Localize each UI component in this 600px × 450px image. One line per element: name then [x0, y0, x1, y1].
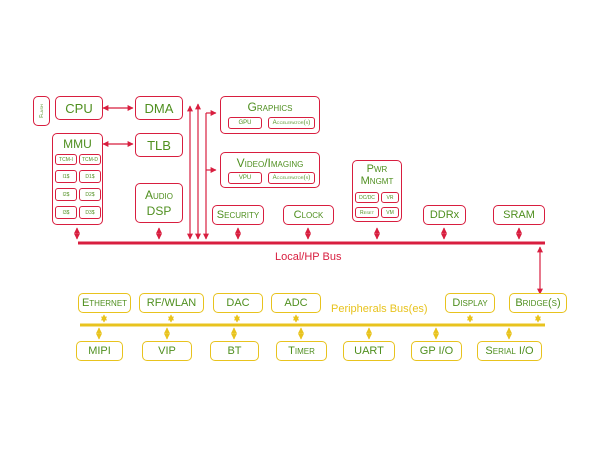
audio-dsp-block: Audio DSP	[135, 183, 183, 223]
sram-label: SRAM	[503, 209, 535, 221]
gpio-label: GP I/O	[419, 345, 454, 357]
graphics-accelerator-sub: Accelerator(s)	[268, 117, 315, 129]
uart-block: UART	[343, 341, 395, 361]
bridges-label: Bridge(s)	[515, 297, 561, 309]
clock-label: Clock	[293, 209, 324, 221]
ddrx-block: DDRx	[423, 205, 466, 225]
peripheral-bus-drops	[96, 314, 541, 340]
d3-cache-sub: D3$	[79, 206, 101, 219]
video-imaging-block: Video/Imaging VPU Accelerator(s)	[220, 152, 320, 188]
cpu-block: CPU	[55, 96, 103, 120]
gpio-block: GP I/O	[411, 341, 462, 361]
vr-sub: VR	[381, 192, 399, 203]
video-accelerator-sub: Accelerator(s)	[268, 172, 315, 184]
bt-label: BT	[227, 345, 242, 357]
serial-io-block: Serial I/O	[477, 341, 542, 361]
dcdc-sub: DC/DC	[355, 192, 379, 203]
display-label: Display	[452, 297, 488, 309]
local-bus-label: Local/HP Bus	[275, 251, 342, 263]
ddrx-label: DDRx	[429, 209, 460, 221]
mngmt-label: Mngmt	[360, 175, 394, 187]
display-block: Display	[445, 293, 495, 313]
ethernet-block: Ethernet	[78, 293, 131, 313]
peripherals-bus-label: Peripherals Bus(es)	[331, 303, 428, 315]
ethernet-label: Ethernet	[81, 297, 128, 309]
reset-sub: Reset	[355, 207, 379, 218]
vm-sub: VM	[381, 207, 399, 218]
pwr-label: Pwr	[366, 163, 388, 175]
bridges-block: Bridge(s)	[509, 293, 567, 313]
vip-label: VIP	[158, 345, 176, 357]
security-block: Security	[212, 205, 264, 225]
dsp-label: DSP	[146, 204, 172, 218]
tcm-d-sub: TCM-D	[79, 154, 101, 165]
d2-cache-sub: D2$	[79, 188, 101, 201]
mipi-block: MIPI	[76, 341, 123, 361]
mipi-label: MIPI	[88, 345, 111, 357]
dac-label: DAC	[226, 297, 250, 309]
adc-label: ADC	[284, 297, 308, 309]
flash-block: Flash	[33, 96, 50, 126]
tlb-block: TLB	[135, 133, 183, 157]
video-imaging-title: Video/Imaging	[236, 156, 304, 170]
adc-block: ADC	[271, 293, 321, 313]
gpu-sub: GPU	[228, 117, 262, 129]
dma-block: DMA	[135, 96, 183, 120]
sram-block: SRAM	[493, 205, 545, 225]
i3-cache-sub: I3$	[55, 206, 77, 219]
cpu-label: CPU	[65, 101, 93, 116]
tlb-label: TLB	[147, 138, 171, 153]
d1-cache-sub: D1$	[79, 170, 101, 183]
local-bus-drops	[74, 227, 522, 240]
flash-label: Flash	[38, 104, 45, 118]
vip-block: VIP	[142, 341, 192, 361]
uart-label: UART	[354, 345, 384, 357]
audio-label: Audio	[144, 188, 173, 202]
dac-block: DAC	[213, 293, 263, 313]
i2-cache-sub: I2$	[55, 188, 77, 201]
i1-cache-sub: I1$	[55, 170, 77, 183]
tcm-i-sub: TCM-I	[55, 154, 77, 165]
security-label: Security	[216, 209, 260, 221]
mmu-block: MMU TCM-I TCM-D I1$ D1$ I2$ D2$ I3$ D3$	[52, 133, 103, 225]
bt-block: BT	[210, 341, 259, 361]
timer-label: Timer	[288, 345, 315, 357]
power-management-block: Pwr Mngmt DC/DC VR Reset VM	[352, 160, 402, 222]
graphics-title: Graphics	[247, 100, 293, 114]
serial-io-label: Serial I/O	[485, 345, 534, 357]
clock-block: Clock	[283, 205, 334, 225]
vpu-sub: VPU	[228, 172, 262, 184]
timer-block: Timer	[276, 341, 327, 361]
rf-wlan-block: RF/WLAN	[139, 293, 204, 313]
graphics-block: Graphics GPU Accelerator(s)	[220, 96, 320, 134]
rf-wlan-label: RF/WLAN	[146, 297, 197, 309]
dma-label: DMA	[144, 101, 174, 116]
mmu-label: MMU	[63, 137, 92, 151]
